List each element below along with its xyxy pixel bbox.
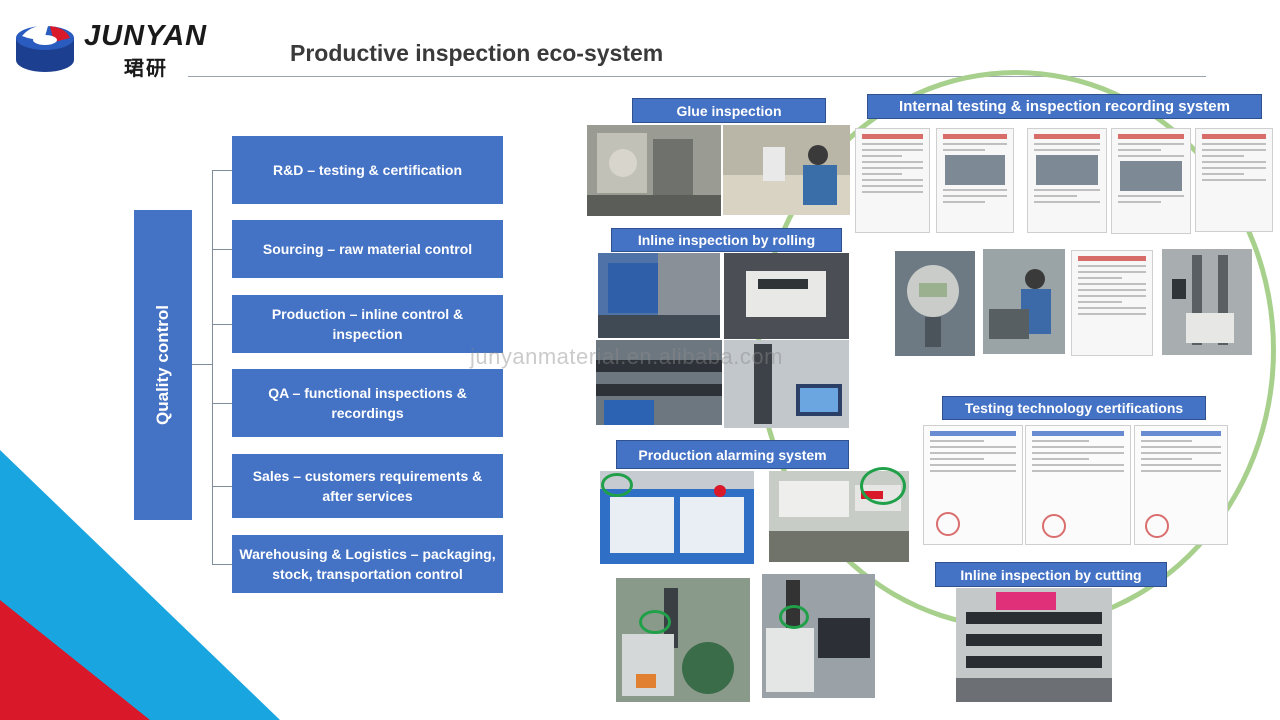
doc-certificate <box>1134 425 1228 545</box>
label-alarming-system: Production alarming system <box>616 440 849 469</box>
tree-connector <box>212 170 232 171</box>
doc-test-report <box>1071 250 1153 356</box>
qc-item-production: Production – inline control & inspection <box>232 295 503 353</box>
qc-item-sourcing: Sourcing – raw material control <box>232 220 503 278</box>
alarm-indicator-ring <box>860 467 906 505</box>
quality-control-box: Quality control <box>134 210 192 520</box>
doc-certificate <box>1025 425 1131 545</box>
tree-connector <box>212 564 232 565</box>
qc-item-sales: Sales – customers requirements & after s… <box>232 454 503 518</box>
tree-connector <box>212 170 213 564</box>
qc-item-rnd: R&D – testing & certification <box>232 136 503 204</box>
photo-rolling-line <box>598 253 720 338</box>
page-title: Productive inspection eco-system <box>290 40 664 66</box>
label-certifications: Testing technology certifications <box>942 396 1206 420</box>
title-divider <box>188 76 1206 77</box>
quality-control-label: Quality control <box>153 305 172 425</box>
tree-connector <box>212 403 232 404</box>
alarm-indicator-ring <box>601 473 633 497</box>
photo-glue-machine <box>587 125 721 216</box>
tree-connector <box>212 249 232 250</box>
label-rolling-inspection: Inline inspection by rolling <box>611 228 842 252</box>
label-glue-inspection: Glue inspection <box>632 98 826 123</box>
photo-rolling-rollers <box>596 340 722 425</box>
doc-recording-sheet <box>1195 128 1273 232</box>
doc-recording-sheet <box>1027 128 1107 233</box>
doc-recording-sheet <box>1111 128 1191 234</box>
doc-recording-sheet <box>936 128 1014 233</box>
photo-glue-lab <box>723 125 850 215</box>
photo-cutting-machine <box>956 588 1112 702</box>
logo-text-cn: 珺研 <box>124 58 168 80</box>
logo-mark-icon <box>16 25 74 72</box>
qc-item-warehousing: Warehousing & Logistics – packaging, sto… <box>232 535 503 593</box>
alarm-indicator-ring <box>779 605 809 629</box>
watermark-text: junyanmaterial.en.alibaba.com <box>470 344 783 369</box>
logo-text-en: JUNYAN <box>84 20 208 52</box>
photo-alarm-machine-right <box>762 574 875 698</box>
company-logo: JUNYAN 珺研 <box>14 18 206 80</box>
photo-alarm-cabinet <box>600 471 754 564</box>
qc-item-qa: QA – functional inspections & recordings <box>232 369 503 437</box>
tree-connector <box>192 364 212 365</box>
tree-connector <box>212 486 232 487</box>
photo-alarm-machine-left <box>616 578 750 702</box>
label-internal-testing: Internal testing & inspection recording … <box>867 94 1262 119</box>
doc-recording-sheet <box>855 128 930 233</box>
photo-tensile-tester <box>1162 249 1252 355</box>
photo-lab-technician <box>983 249 1065 354</box>
photo-rolling-monitor <box>724 340 849 428</box>
alarm-indicator-ring <box>639 610 671 634</box>
doc-certificate <box>923 425 1023 545</box>
photo-digital-gauge <box>895 251 975 356</box>
photo-rolling-tester <box>724 253 849 339</box>
tree-connector <box>212 324 232 325</box>
label-cutting-inspection: Inline inspection by cutting <box>935 562 1167 587</box>
